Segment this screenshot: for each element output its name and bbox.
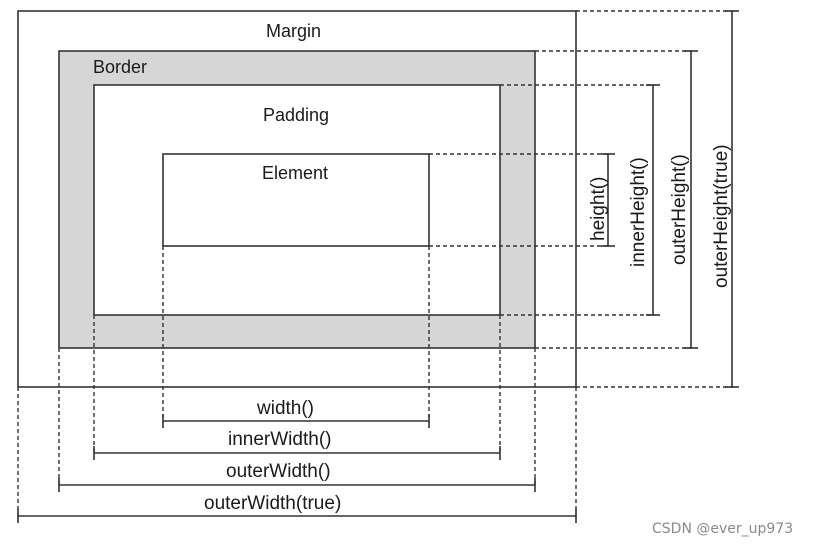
watermark-text: CSDN @ever_up973 xyxy=(652,521,793,537)
outer-height-measure xyxy=(684,50,698,349)
element-box xyxy=(162,153,430,247)
width-label: width() xyxy=(256,398,314,419)
padding-label: Padding xyxy=(263,105,329,125)
inner-width-measure xyxy=(93,446,501,460)
height-measure xyxy=(601,153,615,247)
width-guides xyxy=(17,246,577,517)
inner-height-label: innerHeight() xyxy=(628,157,649,267)
height-guides xyxy=(429,10,733,388)
outer-width-true-measure xyxy=(17,509,577,523)
outer-width-true-label: outerWidth(true) xyxy=(204,493,341,514)
border-label: Border xyxy=(93,57,147,77)
height-label: height() xyxy=(588,177,609,241)
outer-height-true-measure xyxy=(725,10,739,388)
inner-width-label: innerWidth() xyxy=(228,429,331,450)
outer-width-label: outerWidth() xyxy=(226,461,331,482)
outer-height-label: outerHeight() xyxy=(669,154,690,265)
inner-height-measure xyxy=(646,84,660,316)
width-measure xyxy=(162,414,430,428)
margin-label: Margin xyxy=(266,21,321,41)
outer-width-measure xyxy=(58,478,536,492)
element-label: Element xyxy=(262,163,328,183)
outer-height-true-label: outerHeight(true) xyxy=(711,144,732,288)
